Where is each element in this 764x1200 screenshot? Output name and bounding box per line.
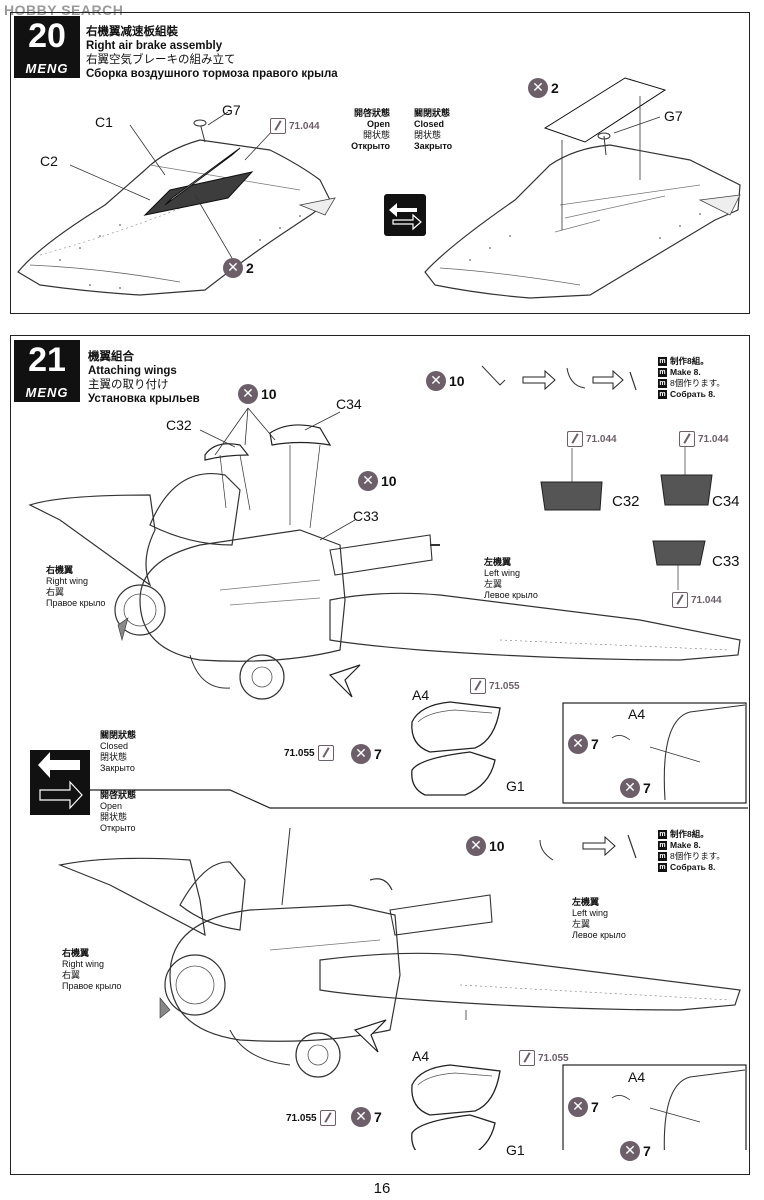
step-20-quantity-right: ✕ 2 <box>528 78 559 98</box>
step-21-title-ru: Установка крыльев <box>88 393 200 405</box>
part-label-c33-detail: C33 <box>712 553 740 570</box>
right-wing-label-bottom: 右機翼 Right wing 右翼 Правое крыло <box>62 948 122 991</box>
part-label-a4-detail-upper: A4 <box>628 706 646 722</box>
quantity-x7-lower-c: ✕ 7 <box>620 1141 651 1161</box>
m-icon: m <box>658 841 667 851</box>
quantity-x7-lower-b: ✕ 7 <box>568 1097 599 1117</box>
part-label-g1-lower: G1 <box>506 1142 525 1158</box>
quantity-x7-upper-a: ✕ 7 <box>351 744 382 764</box>
step-21-panel <box>10 335 750 1175</box>
step-20-title-jp: 右翼空気ブレーキの組み立て <box>86 54 236 66</box>
step-20-number: 20 <box>28 17 66 55</box>
closed-state-label: 關閉狀態 Closed 閉状態 Закрыто <box>100 730 137 773</box>
m-icon: m <box>658 379 667 389</box>
paint-brush-icon <box>679 431 695 447</box>
part-label-c1: C1 <box>95 114 113 130</box>
m-icon: m <box>658 863 667 873</box>
part-label-c33: C33 <box>353 508 379 524</box>
x-icon: ✕ <box>358 471 378 491</box>
m-icon: m <box>658 357 667 367</box>
x-icon: ✕ <box>620 1141 640 1161</box>
step-21-quantity-x10-lower: ✕ 10 <box>466 836 505 856</box>
paint-brush-icon <box>519 1050 535 1066</box>
part-label-a4-lower: A4 <box>412 1048 430 1064</box>
part-label-c34: C34 <box>336 396 362 412</box>
paint-brush-icon <box>319 1110 336 1126</box>
m-icon: m <box>658 830 667 840</box>
x-icon: ✕ <box>568 1097 588 1117</box>
x-icon: ✕ <box>568 734 588 754</box>
paint-brush-icon <box>672 592 688 608</box>
step-21-brand: MENG <box>25 385 69 400</box>
step-20-brand: MENG <box>25 61 69 76</box>
step-20-closed-state: 關閉狀態 Closed 閉状態 Закрыто <box>414 108 453 151</box>
quantity-x7-upper-b: ✕ 7 <box>568 734 599 754</box>
paint-brush-icon <box>317 745 334 761</box>
paint-callout-71055-lower: 71.055 <box>519 1050 569 1066</box>
step-20-paint-callout: 71.044 <box>270 118 320 134</box>
left-wing-label-top: 左機翼 Left wing 左翼 Левое крыло <box>484 557 538 600</box>
page-number: 16 <box>373 1180 391 1197</box>
part-label-g7-right: G7 <box>664 108 683 124</box>
x-icon: ✕ <box>351 1107 371 1127</box>
x-icon: ✕ <box>620 778 640 798</box>
step-21-quantity-x10-top-left: ✕ 10 <box>238 384 277 404</box>
step-21-title-jp: 主翼の取り付け <box>88 379 169 391</box>
watermark-text: HOBBY SEARCH <box>4 2 124 18</box>
step-21-title: 機翼組合 Attaching wings 主翼の取り付け Установка к… <box>88 350 200 406</box>
x-icon: ✕ <box>223 258 243 278</box>
left-wing-label-bottom: 左機翼 Left wing 左翼 Левое крыло <box>572 897 626 940</box>
step-20-title-ru: Сборка воздушного тормоза правого крыла <box>86 68 338 80</box>
part-label-g7-left: G7 <box>222 102 241 118</box>
step-21-number: 21 <box>28 341 66 379</box>
paint-brush-icon <box>270 118 286 134</box>
paint-callout-c32: 71.044 <box>567 431 617 447</box>
step-20-panel <box>10 12 750 314</box>
step-21-quantity-x10-right: ✕ 10 <box>358 471 397 491</box>
step-20-title-en: Right air brake assembly <box>86 40 223 52</box>
paint-callout-71055-left-upper: 71.055 <box>281 745 334 761</box>
x-icon: ✕ <box>528 78 548 98</box>
part-label-a4-detail-lower: A4 <box>628 1069 646 1085</box>
quantity-x7-upper-c: ✕ 7 <box>620 778 651 798</box>
step-20-quantity-left: ✕ 2 <box>223 258 254 278</box>
quantity-x7-lower-a: ✕ 7 <box>351 1107 382 1127</box>
step-21-title-en: Attaching wings <box>88 365 177 377</box>
paint-brush-icon <box>470 678 486 694</box>
x-icon: ✕ <box>238 384 258 404</box>
part-label-a4-upper: A4 <box>412 687 430 703</box>
step-21-quantity-x10-process: ✕ 10 <box>426 371 465 391</box>
paint-callout-c34: 71.044 <box>679 431 729 447</box>
step-21-upper-aircraft-drawing <box>28 365 748 1150</box>
part-label-c32: C32 <box>166 417 192 433</box>
step-20-left-wing-drawing <box>17 77 741 299</box>
part-label-c34-detail: C34 <box>712 493 740 510</box>
step-20-title-zh: 右機翼减速板組裝 <box>86 26 178 38</box>
step-21-title-zh: 機翼組合 <box>88 351 134 363</box>
step-20-open-state: 開啓狀態 Open 開状態 Открыто <box>351 108 390 151</box>
step-21-badge: 21 MENG <box>14 340 80 402</box>
paint-brush-icon <box>567 431 583 447</box>
step-20-state-toggle-icon <box>384 194 426 236</box>
step-20-badge: 20 MENG <box>14 16 80 78</box>
step-20-title: 右機翼减速板組裝 Right air brake assembly 右翼空気ブレ… <box>86 25 338 81</box>
paint-callout-c33: 71.044 <box>672 592 722 608</box>
right-wing-label-top: 右機翼 Right wing 右翼 Правое крыло <box>46 565 106 608</box>
x-icon: ✕ <box>351 744 371 764</box>
m-icon: m <box>658 852 667 862</box>
x-icon: ✕ <box>466 836 486 856</box>
part-label-c2: C2 <box>40 153 58 169</box>
paint-callout-71055-upper: 71.055 <box>470 678 520 694</box>
open-state-label: 開啓狀態 Open 開状態 Открыто <box>100 790 137 833</box>
m-icon: m <box>658 390 667 400</box>
x-icon: ✕ <box>426 371 446 391</box>
paint-callout-71055-left-lower: 71.055 <box>283 1110 336 1126</box>
part-label-c32-detail: C32 <box>612 493 640 510</box>
m-icon: m <box>658 368 667 378</box>
part-label-g1-upper: G1 <box>506 778 525 794</box>
